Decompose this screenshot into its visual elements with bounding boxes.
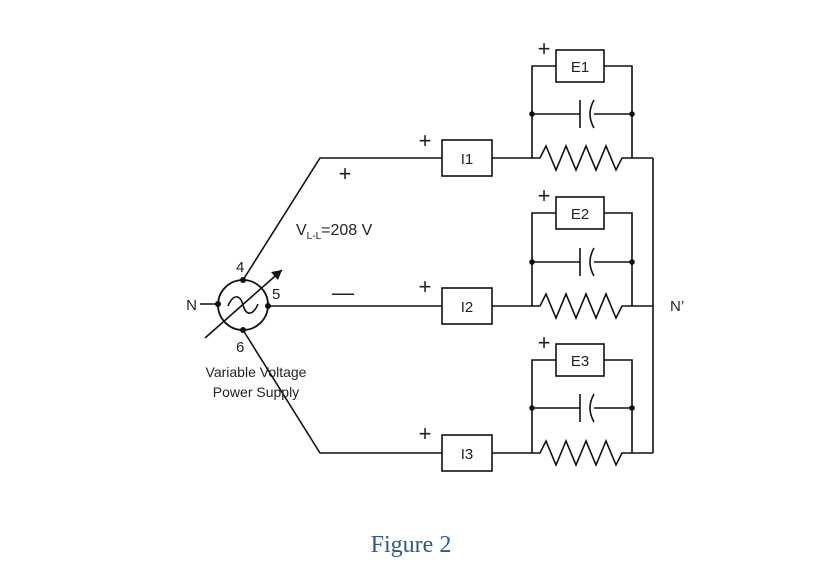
line-plus-sign: + [339, 161, 352, 186]
voltmeter-plus-sign: + [538, 330, 551, 355]
source-wiring [200, 157, 442, 454]
voltmeter-e3-box [555, 343, 605, 377]
voltmeter-e1-label: E1 [571, 59, 589, 76]
voltmeter-plus-sign: + [538, 183, 551, 208]
node-4-label: 4 [236, 259, 244, 276]
ammeter-i1-box [441, 139, 493, 177]
figure-caption: Figure 2 [371, 532, 452, 558]
node-6-label: 6 [236, 339, 244, 356]
branch-1: + I1 E1 + [419, 36, 653, 177]
ammeter-i1-label: I1 [461, 151, 474, 168]
source-caption-line2: Power Supply [213, 384, 299, 400]
branch-2: + I2 E2 + [419, 183, 653, 325]
ammeter-i2-label: I2 [461, 299, 474, 316]
voltmeter-e1-box [555, 49, 605, 83]
voltmeter-e2-label: E2 [571, 206, 589, 223]
voltmeter-e3-label: E3 [571, 353, 589, 370]
line-minus-sign: — [332, 280, 354, 305]
voltmeter-e2-box [555, 196, 605, 230]
source-caption-line1: Variable Voltage [206, 364, 307, 380]
load-neutral-label: N’ [670, 298, 684, 315]
meter-plus-sign: + [419, 128, 432, 153]
ammeter-i2-box [441, 287, 493, 325]
voltage-label: VL-L=208 V [296, 222, 373, 242]
meter-plus-sign: + [419, 421, 432, 446]
meter-plus-sign: + [419, 274, 432, 299]
ammeter-i3-label: I3 [461, 446, 474, 463]
source-neutral-label: N [186, 297, 197, 314]
voltage-label-main: V [296, 222, 307, 239]
voltage-label-value: =208 V [321, 222, 372, 239]
voltage-label-sub: L-L [307, 231, 322, 242]
branch-3: + I3 E3 + [419, 330, 653, 472]
voltmeter-plus-sign: + [538, 36, 551, 61]
node-5-label: 5 [272, 286, 280, 303]
ac-source-symbol [215, 277, 271, 333]
